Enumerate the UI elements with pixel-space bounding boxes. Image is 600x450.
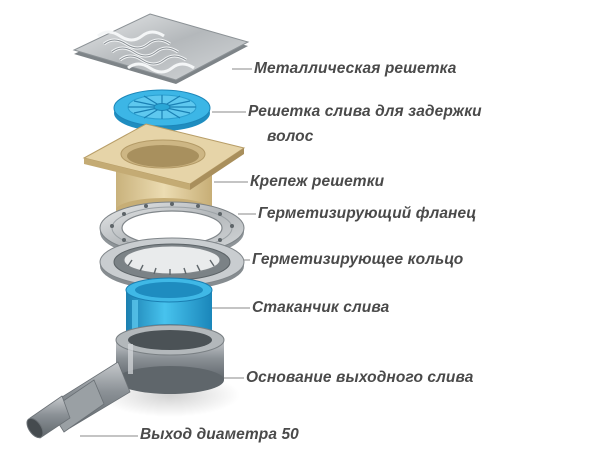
metal-grate-part <box>72 13 250 84</box>
label-drain-cup: Стаканчик слива <box>252 299 390 316</box>
label-sealing-flange: Герметизирующий фланец <box>258 205 477 222</box>
label-hair-trap: Решетка слива для задержки <box>248 103 482 120</box>
outlet-base-part <box>100 324 240 417</box>
label-sealing-ring: Герметизирующее кольцо <box>252 251 464 268</box>
hair-trap-part <box>113 89 211 131</box>
label-outlet-base: Основание выходного слива <box>246 369 474 386</box>
label-grate-mount: Крепеж решетки <box>250 173 385 190</box>
sealing-ring-part <box>99 237 245 290</box>
label-hair-trap-continued: волос <box>267 128 314 145</box>
label-outlet-diameter: Выход диаметра 50 <box>140 426 299 443</box>
label-metal-grate: Металлическая решетка <box>254 60 457 77</box>
outlet-pipe-part <box>26 361 131 439</box>
